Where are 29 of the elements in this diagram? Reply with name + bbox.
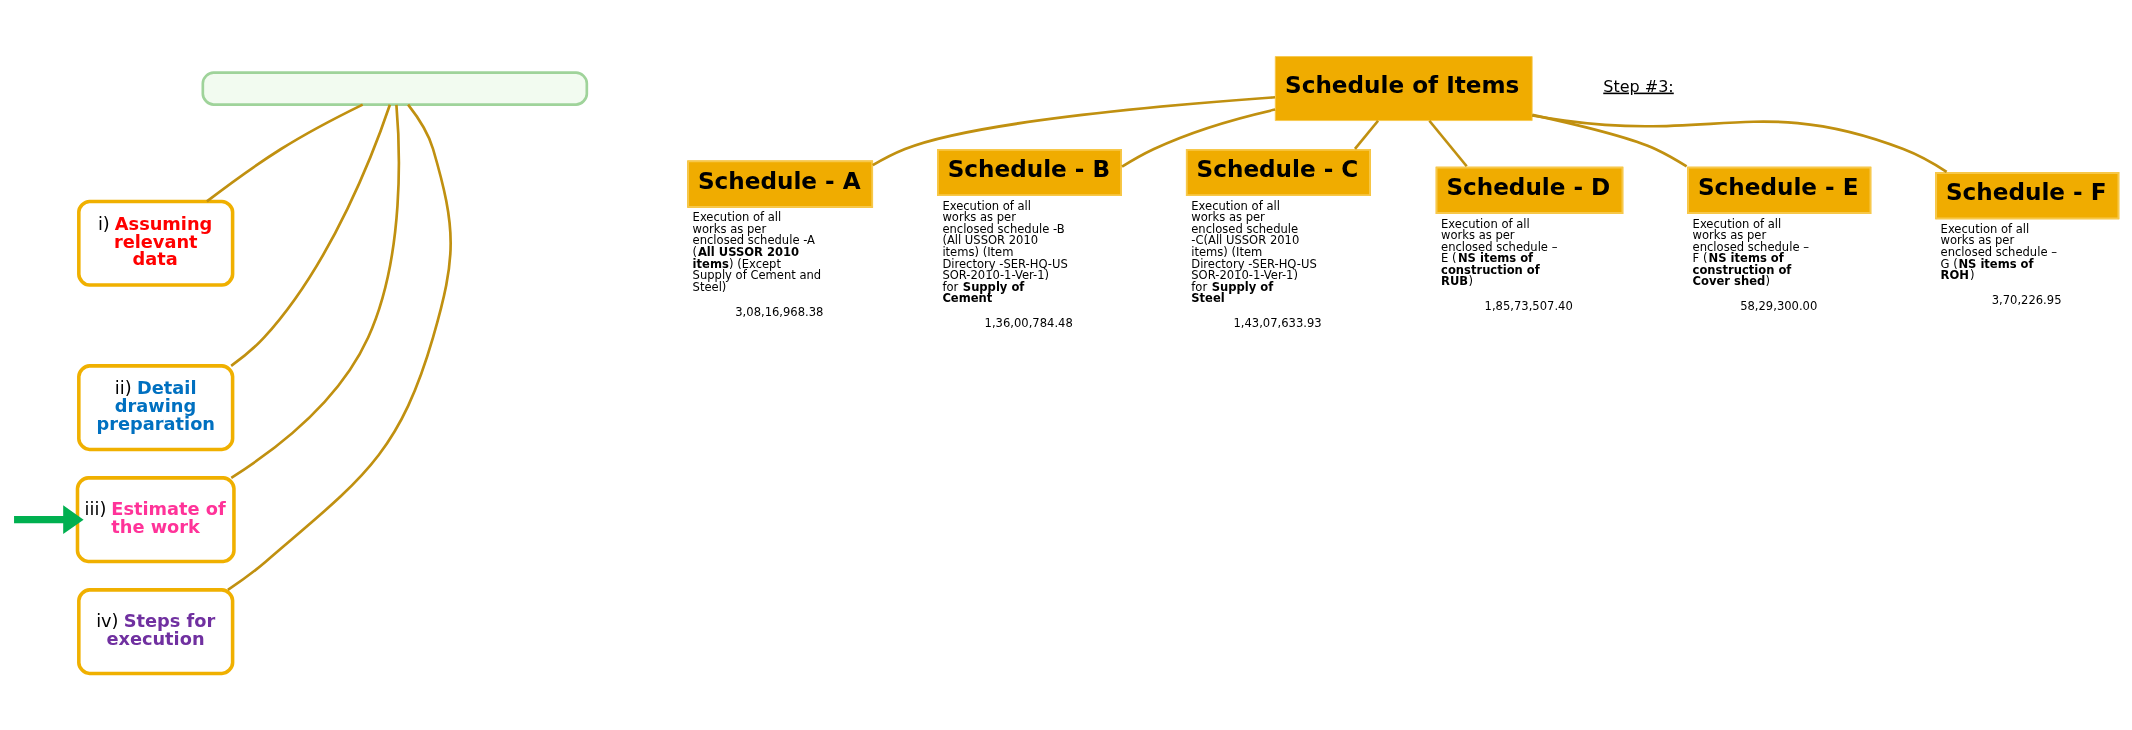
node-label: 3,70,226.95 bbox=[1991, 293, 2062, 308]
node-label: 1,85,73,507.40 bbox=[1484, 299, 1573, 314]
connector bbox=[1353, 119, 1380, 150]
connector bbox=[1428, 119, 1468, 168]
connector bbox=[1532, 113, 1688, 168]
node-label: Execution of all works as per enclosed schedule – E (NS items of construction of RUB) bbox=[1441, 216, 1558, 289]
node-label: 1,36,00,784.48 bbox=[984, 316, 1073, 331]
node-box: ii) Detail drawing preparation bbox=[77, 364, 235, 452]
node-box: i) Assuming relevant data bbox=[77, 199, 235, 287]
connector bbox=[230, 104, 392, 367]
connector bbox=[1121, 108, 1276, 168]
node-label: 58,29,300.00 bbox=[1740, 299, 1818, 314]
node-label: Execution of all works as per enclosed schedule -A (All USSOR 2010 items) (Except Supply of Cement and Steel) bbox=[692, 210, 822, 294]
node-label: Execution of all works as per enclosed schedule – G (NS items of ROH) bbox=[1940, 221, 2057, 283]
node-label: 3,08,16,968.38 bbox=[735, 304, 824, 319]
node-label: 1,43,07,633.93 bbox=[1233, 316, 1322, 331]
connector bbox=[227, 103, 452, 591]
connector bbox=[230, 104, 401, 479]
label: Step #3: bbox=[1603, 76, 1674, 96]
node-label: Execution of all works as per enclosed schedule – F (NS items of construction of Cover shed) bbox=[1692, 216, 1809, 289]
node-label: Execution of all works as per enclosed schedule -B (All USSOR 2010 items) (Item Directory -SER-HQ-USSOR-2010-1-Ver-1) for Supply of Cement bbox=[942, 198, 1068, 306]
node-box: iii) Estimate of the work bbox=[75, 476, 236, 564]
connector bbox=[206, 103, 364, 203]
node-label: Execution of all works as per enclosed schedule -C(All USSOR 2010 items) (Item Directory -SER-HQ-USSOR-2010-1-Ver-1) for Supply of Steel bbox=[1191, 198, 1317, 306]
connector bbox=[872, 95, 1276, 167]
node-box: Schedule of Items bbox=[1274, 56, 1533, 121]
connector bbox=[1531, 114, 1948, 173]
node-box bbox=[201, 71, 589, 106]
node-box: iv) Steps for execution bbox=[77, 588, 235, 676]
